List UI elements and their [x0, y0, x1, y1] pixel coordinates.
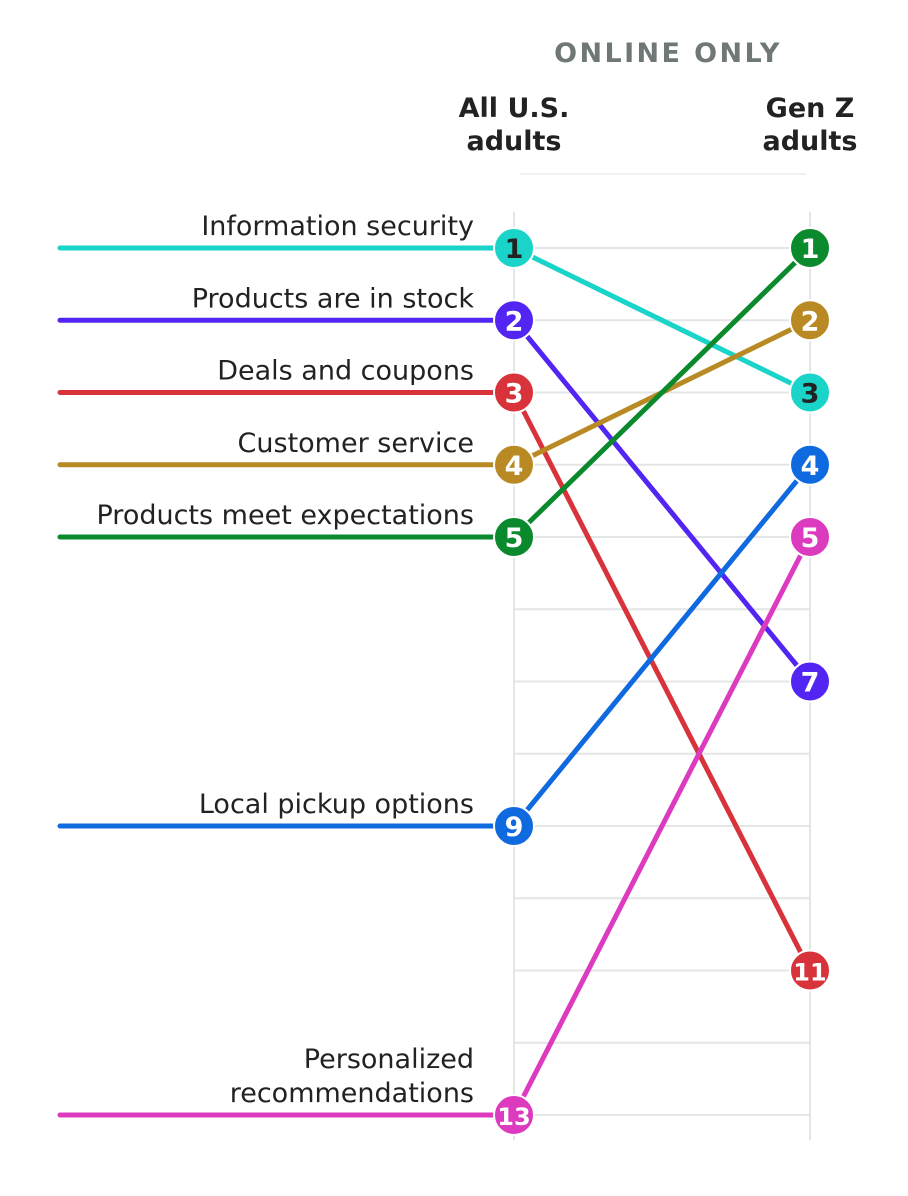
- rank-label-gen-z-local-pickup-options: 4: [801, 451, 820, 482]
- rank-marker-gen-z-personalized-recommendations: [789, 516, 831, 558]
- rank-gridlines: [513, 173, 811, 1140]
- rank-label-gen-z-deals-and-coupons: 11: [793, 959, 826, 987]
- rank-marker-all-adults-information-security: [493, 227, 535, 269]
- rank-marker-all-adults-products-meet-expectations: [493, 516, 535, 558]
- rank-marker-gen-z-customer-service: [789, 299, 831, 342]
- rank-marker-gen-z-products-are-in-stock: [789, 660, 831, 703]
- rank-label-gen-z-products-are-in-stock: 7: [801, 668, 820, 699]
- rank-label-all-adults-personalized-recommendations: 13: [497, 1103, 530, 1131]
- rank-label-all-adults-deals-and-coupons: 3: [505, 379, 524, 410]
- rank-marker-gen-z-local-pickup-options: [789, 443, 831, 486]
- series-label-customer-service: Customer service: [238, 428, 474, 459]
- series-label-products-meet-expectations: Products meet expectations: [97, 500, 475, 531]
- rank-marker-all-adults-local-pickup-options: [493, 805, 535, 847]
- rank-label-all-adults-products-meet-expectations: 5: [505, 523, 524, 554]
- rank-label-gen-z-customer-service: 2: [801, 306, 820, 337]
- rank-marker-all-adults-customer-service: [493, 443, 535, 486]
- rank-label-gen-z-personalized-recommendations: 5: [801, 523, 820, 554]
- rank-marker-all-adults-products-are-in-stock: [493, 299, 535, 342]
- series-label-personalized-recommendations-line1: Personalized: [304, 1044, 474, 1075]
- series-label-personalized-recommendations-line2: recommendations: [230, 1078, 474, 1109]
- rank-marker-gen-z-deals-and-coupons: [789, 949, 831, 992]
- rank-label-all-adults-information-security: 1: [505, 234, 524, 265]
- chart-supertitle: ONLINE ONLY: [554, 38, 782, 69]
- column-header-gen-z-line1: Gen Z: [766, 93, 855, 124]
- rank-label-all-adults-local-pickup-options: 9: [505, 812, 524, 843]
- series-label-deals-and-coupons: Deals and coupons: [217, 356, 474, 387]
- rank-marker-gen-z-information-security: [789, 371, 831, 414]
- column-header-all-adults-line1: All U.S.: [459, 93, 570, 124]
- rank-label-gen-z-information-security: 3: [801, 379, 820, 410]
- column-header-all-adults-line2: adults: [466, 126, 561, 157]
- column-header-gen-z-line2: adults: [762, 126, 857, 157]
- rank-marker-all-adults-deals-and-coupons: [493, 371, 535, 414]
- rank-label-gen-z-products-meet-expectations: 1: [801, 234, 820, 265]
- rank-marker-all-adults-personalized-recommendations: [493, 1094, 535, 1136]
- series-label-local-pickup-options: Local pickup options: [199, 789, 474, 820]
- series-label-information-security: Information security: [201, 211, 474, 242]
- rank-label-all-adults-customer-service: 4: [505, 451, 524, 482]
- rank-label-all-adults-products-are-in-stock: 2: [505, 306, 524, 337]
- series-label-products-are-in-stock: Products are in stock: [192, 283, 475, 314]
- chart-header: ONLINE ONLY All U.S. adults Gen Z adults: [459, 38, 858, 157]
- rank-marker-gen-z-products-meet-expectations: [789, 227, 831, 269]
